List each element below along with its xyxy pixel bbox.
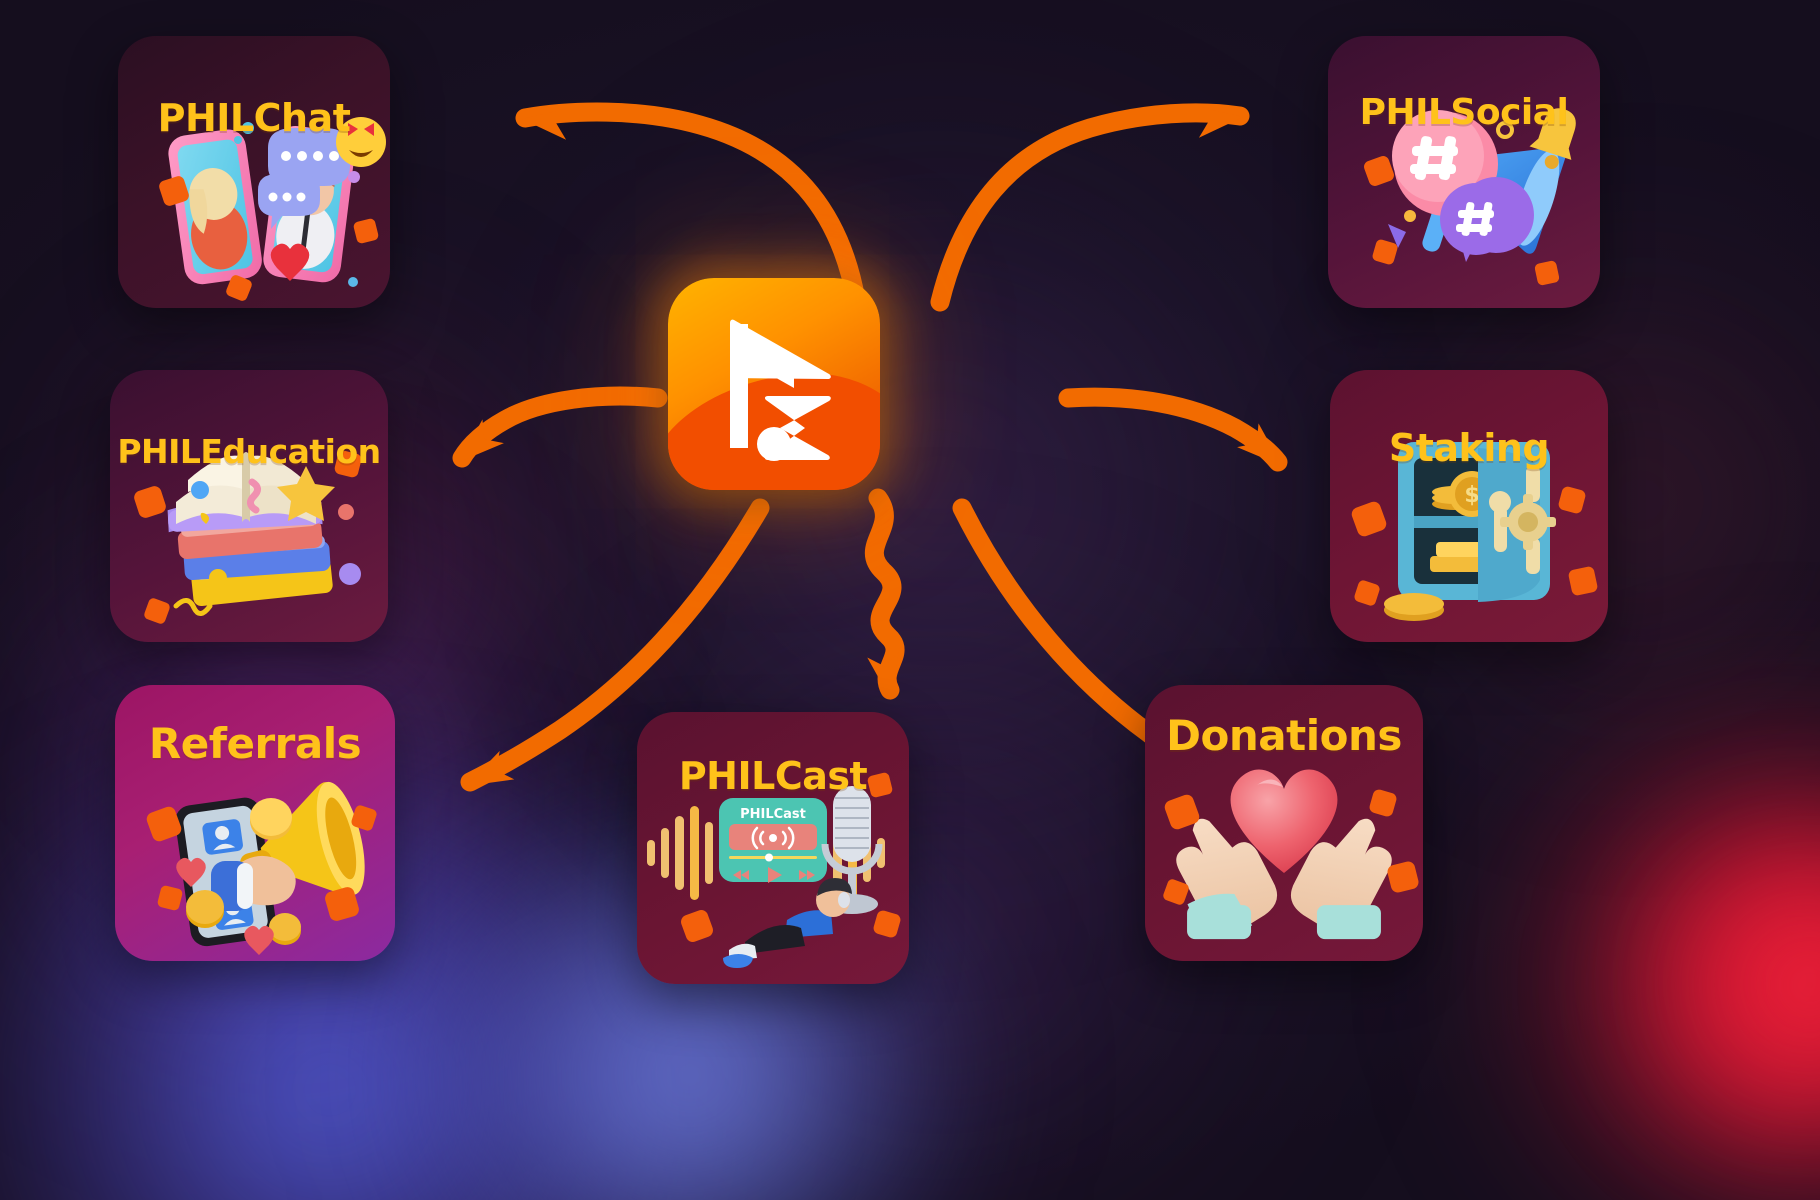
card-title-phileducation: PHILEducation bbox=[117, 432, 381, 471]
card-philsocial[interactable]: PHILSocial bbox=[1328, 36, 1600, 308]
card-referrals[interactable]: Referrals bbox=[115, 685, 395, 961]
chat-bubbles-icon bbox=[159, 117, 386, 301]
card-title-philcast: PHILCast bbox=[678, 754, 868, 798]
podcast-microphone-icon: PHILCast bbox=[647, 772, 901, 968]
card-philchat[interactable]: PHILChat bbox=[118, 36, 390, 308]
card-philcast[interactable]: PHILCast bbox=[637, 712, 909, 984]
card-title-philsocial: PHILSocial bbox=[1359, 92, 1569, 133]
card-title-referrals: Referrals bbox=[148, 719, 362, 768]
philsocial-art bbox=[1328, 36, 1600, 308]
card-phileducation[interactable]: PHILEducation bbox=[110, 370, 388, 642]
safe-vault-icon: $ bbox=[1351, 442, 1598, 621]
referrals-art bbox=[115, 685, 395, 961]
philchat-art bbox=[118, 36, 390, 308]
phil-logo-icon bbox=[730, 319, 831, 461]
staking-art: $ bbox=[1330, 370, 1608, 642]
hands-heart-icon bbox=[1163, 769, 1419, 940]
svg-text:$: $ bbox=[1464, 483, 1479, 508]
card-donations[interactable]: Donations bbox=[1145, 685, 1423, 961]
donations-art bbox=[1145, 685, 1423, 961]
phil-logo-tile[interactable] bbox=[668, 278, 880, 490]
books-icon bbox=[134, 450, 362, 624]
megaphone-hashtag-icon bbox=[1364, 108, 1576, 286]
card-title-philchat: PHILChat bbox=[157, 96, 351, 140]
phileducation-art bbox=[110, 370, 388, 642]
svg-text:PHILCast: PHILCast bbox=[740, 807, 806, 822]
card-staking[interactable]: $ bbox=[1330, 370, 1608, 642]
philcast-art: PHILCast bbox=[637, 712, 909, 984]
card-title-staking: Staking bbox=[1388, 426, 1550, 470]
card-title-donations: Donations bbox=[1166, 711, 1402, 760]
megaphone-phone-icon bbox=[146, 781, 377, 955]
